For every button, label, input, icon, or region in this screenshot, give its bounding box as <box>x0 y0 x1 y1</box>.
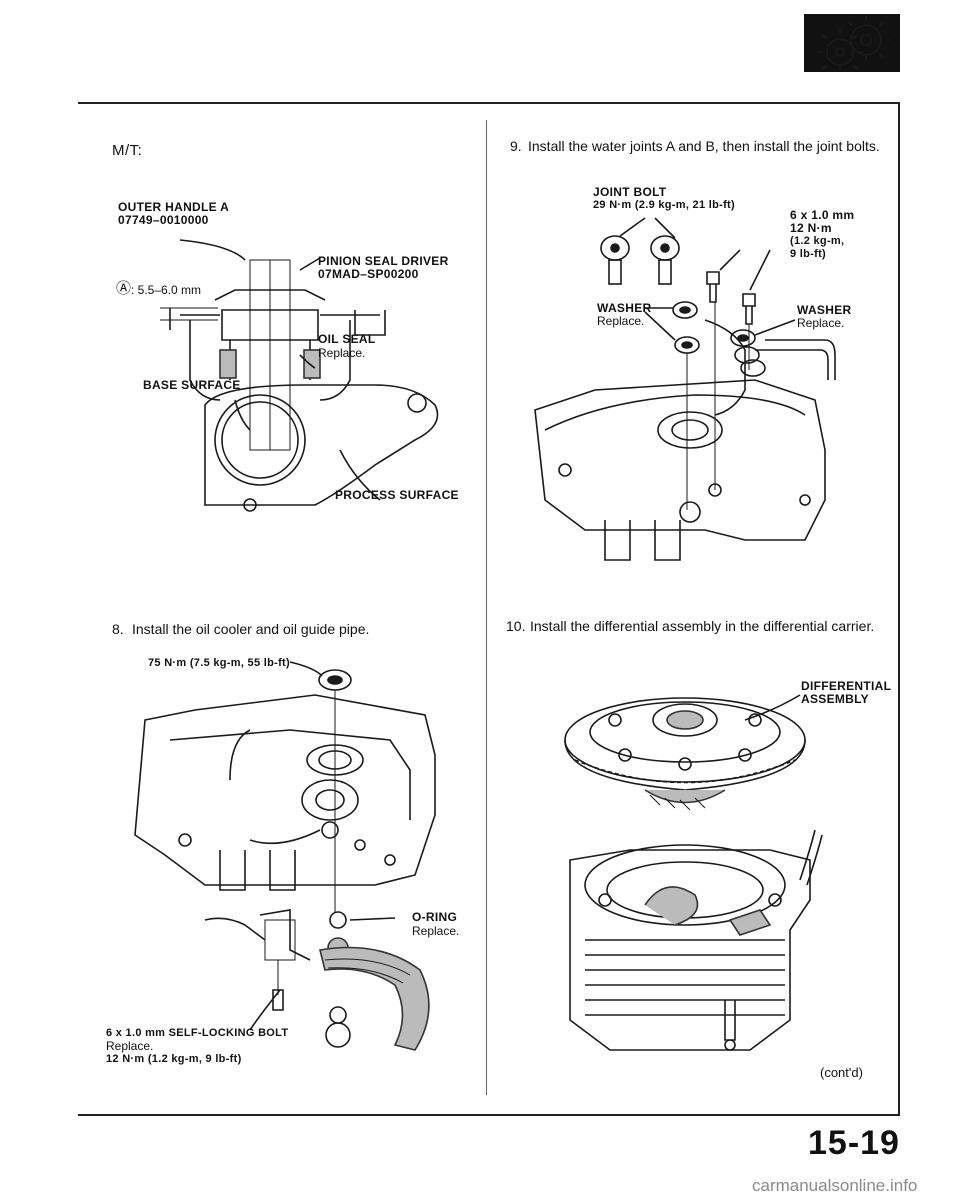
differential-label-2: ASSEMBLY <box>801 692 869 706</box>
washer-left-note: Replace. <box>597 314 645 328</box>
step-8-number: 8. <box>112 621 124 637</box>
small-bolt-torque-2: (1.2 kg-m, <box>790 235 845 247</box>
oring-note: Replace. <box>412 924 460 938</box>
small-bolt-torque-3: 9 lb-ft) <box>790 248 827 260</box>
washer-left-label: WASHER <box>597 301 652 315</box>
differential-label-1: DIFFERENTIAL <box>801 679 892 693</box>
watermark-text: carmanualsonline.info <box>752 1176 918 1195</box>
pinion-driver-part: 07MAD–SP00200 <box>318 267 419 281</box>
right-rule <box>898 102 900 1116</box>
small-bolt-torque-1: 12 N·m <box>790 221 832 235</box>
water-joints-diagram <box>534 217 836 561</box>
process-surface-label: PROCESS SURFACE <box>335 488 459 502</box>
gears-icon <box>817 16 890 70</box>
joint-bolt-label: JOINT BOLT <box>593 185 667 199</box>
column-divider <box>486 120 487 1095</box>
oil-seal-label: OIL SEAL <box>318 332 376 346</box>
top-rule <box>78 102 900 104</box>
contd-label: (cont'd) <box>820 1065 863 1080</box>
page-number: 15-19 <box>808 1124 900 1162</box>
mt-heading: M/T: <box>112 142 143 159</box>
joint-bolt-torque: 29 N·m (2.9 kg-m, 21 lb-ft) <box>593 199 735 211</box>
step-9-number: 9. <box>510 138 522 154</box>
bottom-rule <box>78 1114 900 1116</box>
small-bolt-size: 6 x 1.0 mm <box>790 208 855 222</box>
step-8-text: Install the oil cooler and oil guide pip… <box>132 621 370 637</box>
oring-label: O-RING <box>412 910 458 924</box>
oil-seal-note: Replace. <box>318 346 366 360</box>
pinion-driver-label: PINION SEAL DRIVER <box>318 254 449 268</box>
torque-75-label: 75 N·m (7.5 kg-m, 55 lb-ft) <box>148 657 290 669</box>
self-locking-bolt-note: Replace. <box>106 1039 154 1053</box>
step-10-number: 10. <box>506 618 526 634</box>
washer-right-label: WASHER <box>797 303 852 317</box>
section-icon <box>804 14 900 72</box>
step-9-text: Install the water joints A and B, then i… <box>528 138 880 154</box>
step-10-text: Install the differential assembly in the… <box>530 618 875 634</box>
outer-handle-part: 07749–0010000 <box>118 213 209 227</box>
self-locking-bolt-torque: 12 N·m (1.2 kg-m, 9 lb-ft) <box>106 1053 242 1065</box>
dimension-a-value: : 5.5–6.0 mm <box>131 283 202 297</box>
dimension-a-symbol: Ⓐ <box>116 280 132 297</box>
differential-diagram <box>564 694 823 1051</box>
base-surface-label: BASE SURFACE <box>143 378 241 392</box>
oil-cooler-diagram <box>134 661 436 1051</box>
self-locking-bolt-label: 6 x 1.0 mm SELF-LOCKING BOLT <box>106 1027 289 1039</box>
washer-right-note: Replace. <box>797 316 845 330</box>
oil-seal-diagram <box>160 239 439 512</box>
outer-handle-label: OUTER HANDLE A <box>118 200 230 214</box>
